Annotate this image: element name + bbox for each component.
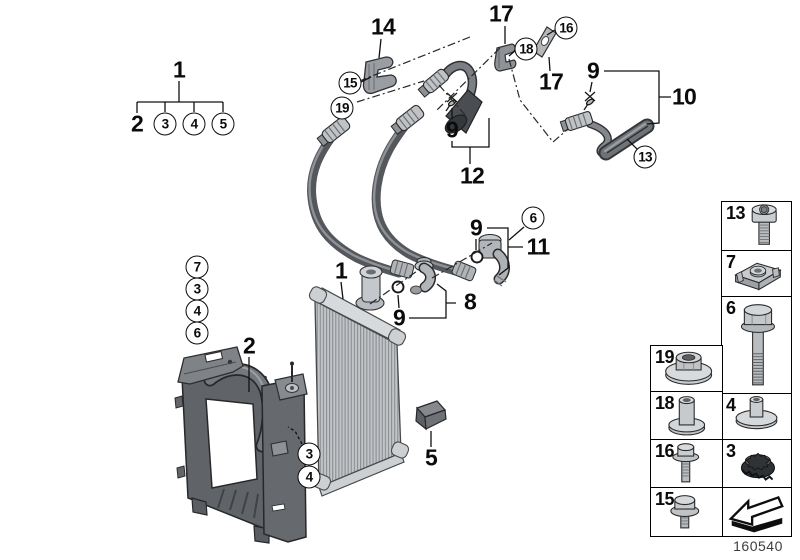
sidebar-label-6: 6 (726, 298, 736, 318)
elbow-11 (478, 233, 510, 287)
installation-direction-arrow-icon (728, 495, 784, 533)
clamp-17 (494, 43, 517, 72)
cage-nut-icon (734, 262, 782, 291)
callout-14[interactable]: 14 (371, 13, 396, 40)
rubber-coupling-icon (740, 452, 776, 481)
frame-clip-tab (270, 440, 289, 457)
callout-9-cooler[interactable]: 9 (393, 304, 406, 331)
bracket-5 (415, 400, 447, 431)
callout-16-circled[interactable]: 16 (554, 16, 578, 40)
sidebar-label-7: 7 (726, 252, 736, 272)
callout-1-tree[interactable]: 1 (173, 56, 186, 83)
hose-b (371, 104, 477, 282)
frame-right-post (261, 361, 308, 543)
leader-lines (136, 26, 671, 447)
hose-a-coupling (389, 259, 415, 279)
screw-with-washer-icon (672, 443, 700, 483)
sidebar-box-19[interactable]: 19 (650, 345, 723, 393)
callout-9-pipe12[interactable]: 9 (446, 116, 459, 143)
sidebar-box-18[interactable]: 18 (650, 391, 723, 441)
flange-nut-icon (665, 351, 713, 385)
callout-3-frameclip[interactable]: 3 (297, 442, 321, 466)
hex-bolt-icon (740, 304, 776, 386)
sidebar-box-4[interactable]: 4 (721, 393, 792, 441)
frame-top-bracket (177, 346, 244, 385)
hose-b-connector (390, 104, 425, 135)
callout-18-circled[interactable]: 18 (514, 37, 538, 61)
sidebar-box-3[interactable]: 3 (721, 439, 792, 489)
callout-9-elbow11[interactable]: 9 (470, 214, 483, 241)
sidebar-label-16: 16 (655, 441, 675, 461)
construction-lines (351, 36, 569, 305)
callout-3-circled[interactable]: 3 (153, 112, 177, 136)
clamp-14 (362, 56, 397, 95)
callout-15-circled[interactable]: 15 (338, 71, 362, 95)
callout-12[interactable]: 12 (460, 162, 485, 189)
callout-8[interactable]: 8 (464, 288, 477, 315)
callout-11[interactable]: 11 (526, 233, 551, 260)
hose-a-connector (316, 116, 351, 147)
screw-mark-9-pipe12 (445, 92, 458, 112)
grommet-icon (735, 396, 778, 430)
hex-screw-icon (670, 495, 700, 529)
sidebar-label-13: 13 (726, 203, 746, 223)
sidebar-label-15: 15 (655, 489, 675, 509)
frame-rib-lines (217, 488, 259, 519)
callout-4-frameclip[interactable]: 4 (297, 465, 321, 489)
callout-1-cooler[interactable]: 1 (335, 257, 348, 284)
sidebar-box-6[interactable]: 6 (721, 296, 792, 395)
oring-9 (391, 280, 405, 294)
callout-4-stack[interactable]: 4 (185, 299, 209, 323)
screw-mark-9-pipe10 (583, 91, 596, 111)
oil-cooler (308, 286, 410, 497)
spacer-sleeve-icon (668, 396, 706, 436)
sidebar-box-arrow[interactable] (721, 487, 792, 537)
callout-2-tree[interactable]: 2 (131, 110, 144, 137)
elbow-8 (410, 257, 436, 295)
cooler-fitting (355, 265, 385, 311)
hose-b-coupling (451, 260, 477, 282)
pipe-10-connector (559, 111, 594, 132)
callout-6-circled[interactable]: 6 (521, 206, 545, 230)
sidebar-label-19: 19 (655, 347, 675, 367)
callout-4-circled[interactable]: 4 (182, 112, 206, 136)
callout-6-stack[interactable]: 6 (185, 321, 209, 345)
callout-3-stack[interactable]: 3 (185, 277, 209, 301)
callout-19-circled[interactable]: 19 (330, 96, 354, 120)
hose-a (307, 116, 415, 279)
callout-5-circled[interactable]: 5 (211, 112, 235, 136)
callout-17-top[interactable]: 17 (489, 0, 514, 27)
socket-head-screw-icon (751, 204, 777, 245)
sidebar-label-3: 3 (726, 441, 736, 461)
frame-foot-left (191, 497, 208, 516)
callout-10[interactable]: 10 (672, 83, 697, 110)
callout-17-mid[interactable]: 17 (539, 68, 564, 95)
pipe-12 (417, 60, 483, 134)
callout-9-pipe10[interactable]: 9 (587, 57, 600, 84)
callout-13-circled[interactable]: 13 (633, 145, 657, 169)
callout-2-frame[interactable]: 2 (243, 332, 256, 359)
sidebar-label-4: 4 (726, 395, 736, 415)
oring-6 (470, 250, 484, 264)
sidebar-box-13[interactable]: 13 (721, 201, 792, 252)
sidebar-box-16[interactable]: 16 (650, 439, 723, 489)
sidebar-box-7[interactable]: 7 (721, 250, 792, 298)
callout-5-bracket[interactable]: 5 (425, 444, 438, 471)
pipe-12-connector (417, 68, 450, 98)
sidebar-label-18: 18 (655, 393, 675, 413)
mounting-frame (174, 346, 308, 544)
diagram-number: 160540 (733, 538, 783, 554)
sidebar-box-15[interactable]: 15 (650, 487, 723, 537)
callout-7-circled[interactable]: 7 (185, 255, 209, 279)
